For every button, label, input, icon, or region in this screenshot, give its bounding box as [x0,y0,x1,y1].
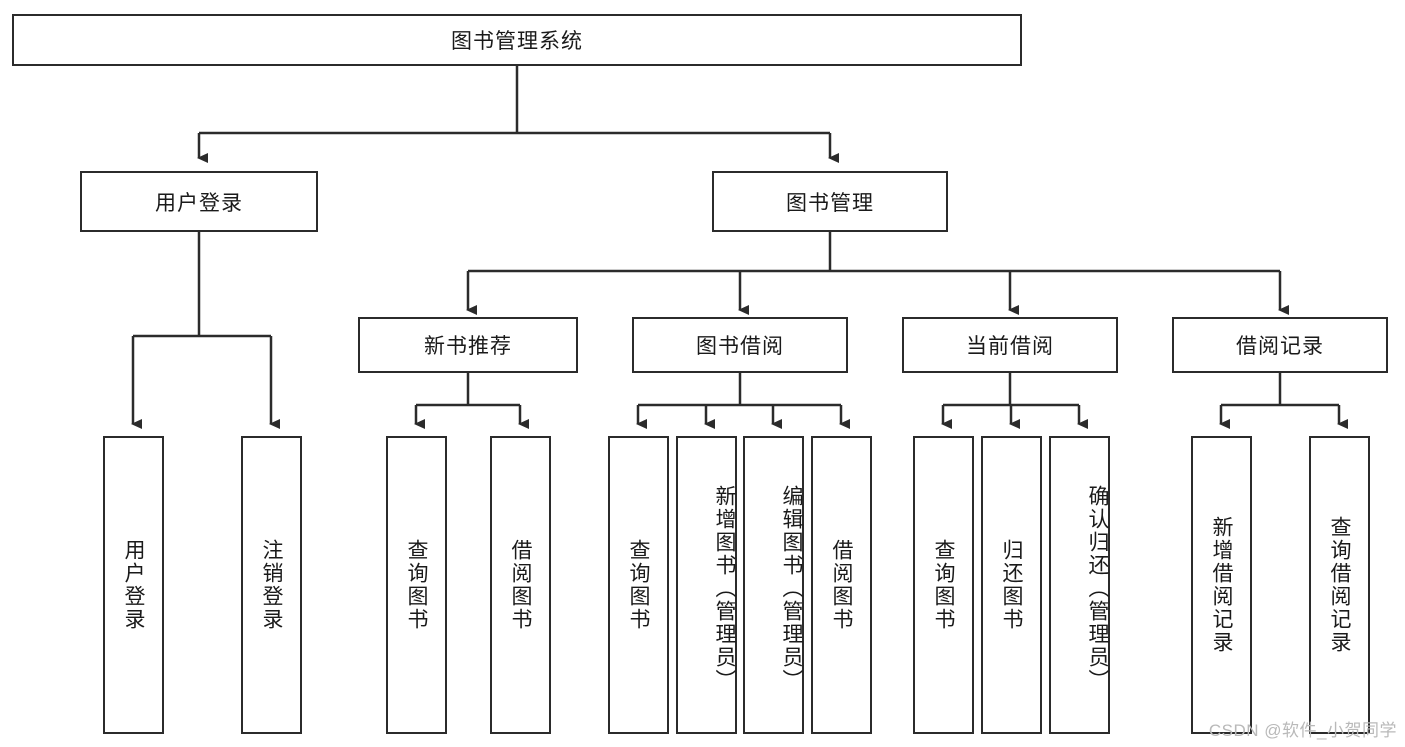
node-label: 查询图书 [405,539,428,631]
leaf-add-borrow-record[interactable]: 新增借阅记录 [1191,436,1252,734]
node-book-borrow[interactable]: 图书借阅 [632,317,848,373]
leaf-query-book-borrow[interactable]: 查询图书 [608,436,669,734]
leaf-add-book-admin[interactable]: 新增图书（管理员） [676,436,737,734]
node-user-login[interactable]: 用户登录 [80,171,318,232]
node-label: 用户登录 [155,191,243,215]
node-borrow-record[interactable]: 借阅记录 [1172,317,1388,373]
node-label: 确认归还（管理员） [1086,484,1109,692]
leaf-logout-login[interactable]: 注销登录 [241,436,302,734]
watermark: CSDN @软件_小贺同学 [1208,721,1397,740]
node-label: 新增借阅记录 [1210,516,1233,654]
leaf-confirm-return-admin[interactable]: 确认归还（管理员） [1049,436,1110,734]
leaf-query-borrow-record[interactable]: 查询借阅记录 [1309,436,1370,734]
node-label: 新书推荐 [424,335,512,358]
node-label: 查询图书 [627,539,650,631]
node-new-book-recommend[interactable]: 新书推荐 [358,317,578,373]
node-book-management[interactable]: 图书管理 [712,171,948,232]
leaf-user-login[interactable]: 用户登录 [103,436,164,734]
node-label: 查询图书 [932,539,955,631]
node-label: 编辑图书（管理员） [780,484,803,692]
leaf-query-book-recommend[interactable]: 查询图书 [386,436,447,734]
node-label: 借阅记录 [1236,335,1324,358]
node-label: 图书借阅 [696,335,784,358]
leaf-edit-book-admin[interactable]: 编辑图书（管理员） [743,436,804,734]
leaf-borrow-book[interactable]: 借阅图书 [811,436,872,734]
node-label: 图书管理系统 [451,30,583,53]
node-label: 借阅图书 [830,539,853,631]
node-current-borrow[interactable]: 当前借阅 [902,317,1118,373]
leaf-query-book-current[interactable]: 查询图书 [913,436,974,734]
node-label: 图书管理 [786,191,874,215]
node-label: 查询借阅记录 [1328,516,1351,654]
node-book-management-system[interactable]: 图书管理系统 [12,14,1022,66]
leaf-return-book[interactable]: 归还图书 [981,436,1042,734]
node-label: 借阅图书 [509,539,532,631]
node-label: 归还图书 [1000,539,1023,631]
node-label: 新增图书（管理员） [713,484,736,692]
node-label: 用户登录 [122,539,145,631]
leaf-borrow-book-recommend[interactable]: 借阅图书 [490,436,551,734]
node-label: 当前借阅 [966,335,1054,358]
node-label: 注销登录 [260,539,283,631]
